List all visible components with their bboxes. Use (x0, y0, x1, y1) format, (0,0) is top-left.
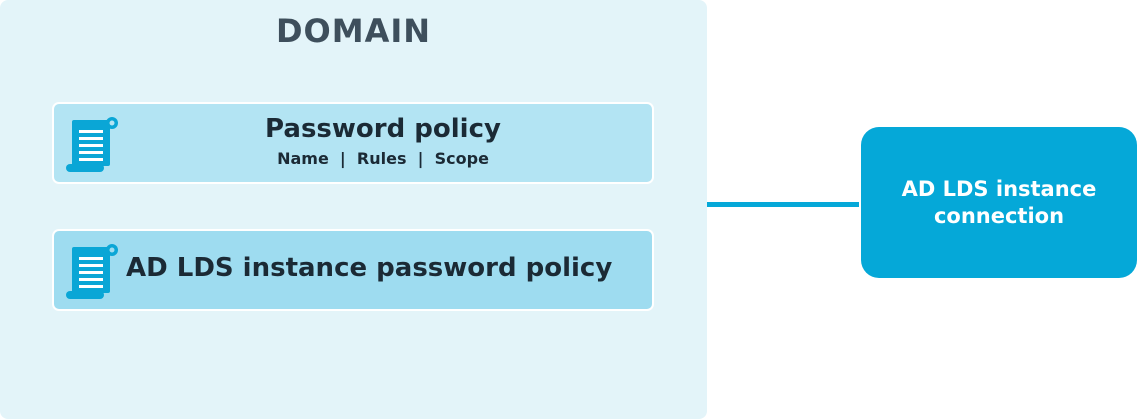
domain-container: DOMAIN Password policy Name | Rules | Sc… (0, 0, 707, 419)
ad-lds-password-policy-box: AD LDS instance password policy (52, 229, 654, 311)
ad-lds-password-policy-title: AD LDS instance password policy (126, 253, 613, 283)
domain-title: DOMAIN (275, 12, 432, 50)
ad-lds-instance-connection-box: AD LDS instance connection (861, 127, 1137, 278)
password-policy-title: Password policy (265, 114, 501, 144)
password-policy-box: Password policy Name | Rules | Scope (52, 102, 654, 184)
password-policy-attributes: Name | Rules | Scope (277, 149, 489, 168)
policy-scroll-icon (66, 117, 118, 172)
connector-line (707, 202, 859, 207)
connection-label: AD LDS instance connection (901, 176, 1097, 228)
policy-scroll-icon (66, 244, 118, 299)
